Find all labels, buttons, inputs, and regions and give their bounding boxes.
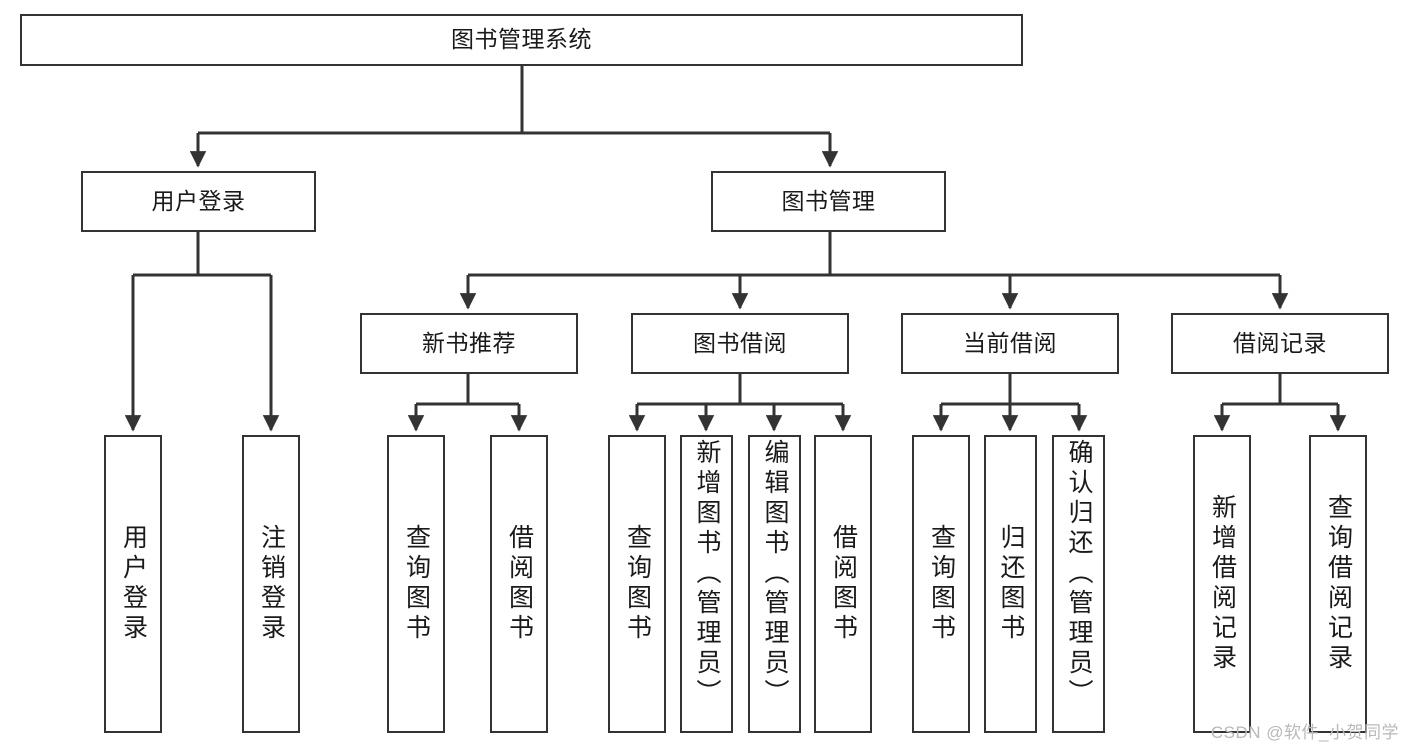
leaf-user-logout[interactable]: 注销登录 (242, 435, 300, 733)
leaf-current-query-book[interactable]: 查询图书 (912, 435, 970, 733)
node-label: 借阅记录 (1233, 329, 1327, 356)
node-book-management[interactable]: 图书管理 (711, 171, 946, 232)
node-current-borrow[interactable]: 当前借阅 (901, 313, 1119, 374)
node-label: 当前借阅 (963, 329, 1057, 356)
node-label: 图书管理系统 (451, 26, 592, 53)
node-label: 编辑图书（管理员） (761, 439, 789, 709)
node-label: 注销登录 (257, 524, 286, 644)
node-new-book-recommend[interactable]: 新书推荐 (360, 313, 578, 374)
node-label: 确认归还（管理员） (1065, 439, 1093, 709)
node-label: 查询图书 (623, 524, 652, 644)
node-label: 新书推荐 (422, 329, 516, 356)
leaf-user-login[interactable]: 用户登录 (104, 435, 162, 733)
node-label: 新增借阅记录 (1208, 494, 1237, 674)
leaf-record-query-record[interactable]: 查询借阅记录 (1309, 435, 1367, 733)
node-label: 查询图书 (402, 524, 431, 644)
node-borrow-record[interactable]: 借阅记录 (1171, 313, 1389, 374)
node-label: 图书借阅 (693, 329, 787, 356)
node-label: 借阅图书 (505, 524, 534, 644)
node-user-login[interactable]: 用户登录 (81, 171, 316, 232)
leaf-borrow-query-book[interactable]: 查询图书 (608, 435, 666, 733)
node-label: 新增图书（管理员） (693, 439, 721, 709)
node-label: 查询图书 (927, 524, 956, 644)
node-root-system[interactable]: 图书管理系统 (20, 14, 1023, 66)
node-label: 借阅图书 (829, 524, 858, 644)
leaf-current-confirm-return-admin[interactable]: 确认归还（管理员） (1052, 435, 1105, 733)
leaf-borrow-edit-book-admin[interactable]: 编辑图书（管理员） (748, 435, 801, 733)
leaf-recommend-borrow-book[interactable]: 借阅图书 (490, 435, 548, 733)
csdn-watermark: CSDN @软件_小贺同学 (1210, 723, 1399, 742)
leaf-borrow-borrow-book[interactable]: 借阅图书 (814, 435, 872, 733)
leaf-recommend-query-book[interactable]: 查询图书 (387, 435, 445, 733)
node-label: 归还图书 (997, 524, 1025, 644)
leaf-current-return-book[interactable]: 归还图书 (984, 435, 1037, 733)
node-label: 用户登录 (119, 524, 148, 644)
node-book-borrow[interactable]: 图书借阅 (631, 313, 849, 374)
node-label: 用户登录 (151, 187, 246, 214)
leaf-record-add-record[interactable]: 新增借阅记录 (1193, 435, 1251, 733)
node-label: 查询借阅记录 (1324, 494, 1353, 674)
leaf-borrow-add-book-admin[interactable]: 新增图书（管理员） (680, 435, 733, 733)
node-label: 图书管理 (781, 187, 876, 214)
